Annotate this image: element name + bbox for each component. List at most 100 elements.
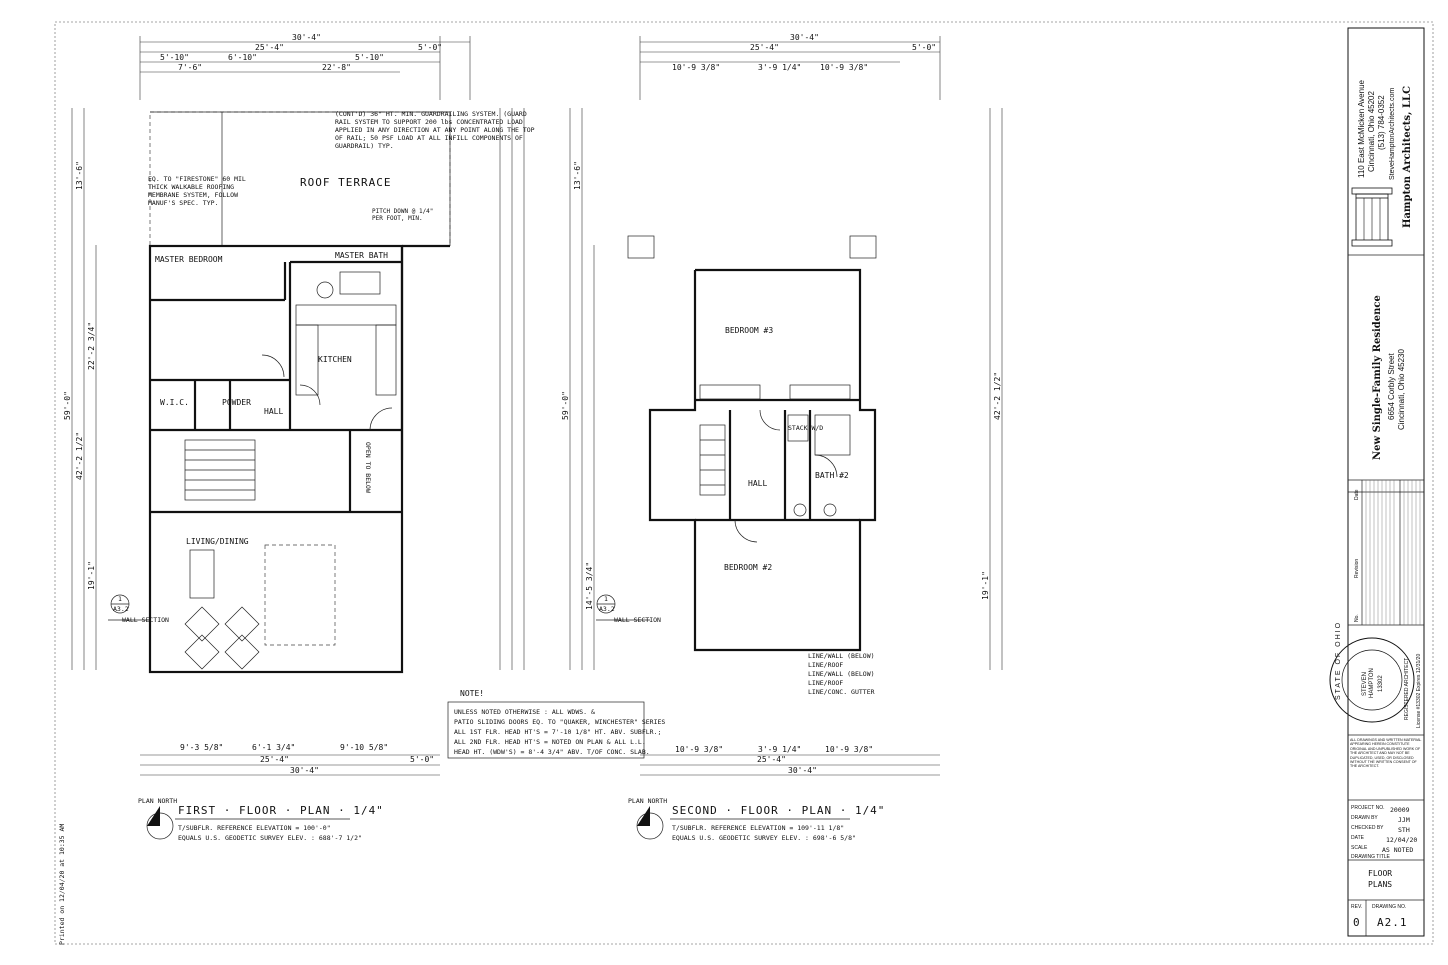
guardrail-note: (CONT'D) 36" HT. MIN. GUARDRAILING SYSTE… xyxy=(335,110,535,150)
sf-side-dim: 59'-0" xyxy=(561,391,570,420)
rev-col-revision: Revision xyxy=(1354,559,1360,578)
wall-section-marker[interactable]: 1 A3.2 WALL SECTION xyxy=(596,594,661,624)
legend-item: LINE/CONC. GUTTER xyxy=(808,688,875,696)
sheet-border xyxy=(54,21,1434,945)
sf-upper-dim: 10'-9 3/8" xyxy=(820,63,868,72)
firm-name: Hampton Architects, LLC xyxy=(1402,86,1413,228)
seal-reg: REGISTERED ARCHITECT xyxy=(1404,658,1410,720)
project-city: Cincinnati, Ohio 45230 xyxy=(1397,349,1406,430)
ff-side-dim: 22'-2 3/4" xyxy=(87,322,96,370)
north-arrow-icon xyxy=(637,806,650,826)
firm-address-1: 110 East McMicken Avenue xyxy=(1357,79,1366,178)
title-block: 110 East McMicken Avenue Cincinnati, Ohi… xyxy=(1329,27,1425,937)
ff-upper-dim: 6'-10" xyxy=(228,53,257,62)
ff-side-dim: 59'-0" xyxy=(63,391,72,420)
scale: AS NOTED xyxy=(1382,846,1413,854)
ff-upper-dim: 25'-4" xyxy=(255,43,284,52)
sf-upper-dim: 10'-9 3/8" xyxy=(672,63,720,72)
sf-side-dim: 42'-2 1/2" xyxy=(993,372,1002,420)
note-line: ALL 1ST FLR. HEAD HT'S = 7'-10 1/8" HT. … xyxy=(454,728,661,736)
ff-side-dim: 13'-6" xyxy=(75,161,84,190)
ff-lower-dim: 5'-0" xyxy=(410,755,434,764)
ff-upper-dim: 5'-0" xyxy=(418,43,442,52)
project-title: New Single-Family Residence xyxy=(1372,295,1383,460)
room-label: KITCHEN xyxy=(318,355,352,364)
room-label: POWDER xyxy=(222,398,251,407)
room-label: LIVING/DINING xyxy=(186,537,249,546)
ff-upper-dim: 5'-10" xyxy=(160,53,189,62)
sf-lower-dim: 10'-9 3/8" xyxy=(825,745,873,754)
drawn-by: JJM xyxy=(1398,816,1410,824)
ff-upper-dim: 22'-8" xyxy=(322,63,351,72)
date: 12/04/20 xyxy=(1386,836,1417,844)
sf-lower-dim: 3'-9 1/4" xyxy=(758,745,801,754)
drawing-title: FLOOR xyxy=(1368,869,1392,878)
first-floor-plan: 30'-4" 5'-10" 6'-10" 5'-10" 5'-0" 25'-4"… xyxy=(63,33,535,842)
pitch-note: PITCH DOWN @ 1/4" PER FOOT, MIN. xyxy=(372,208,433,222)
ff-lower-dim: 9'-3 5/8" xyxy=(180,743,223,752)
section-sheet: A3.2 xyxy=(599,605,615,613)
section-tag: 1 xyxy=(118,595,122,603)
checked-by-label: CHECKED BY xyxy=(1351,825,1384,831)
legend-item: LINE/ROOF xyxy=(808,661,843,669)
firm-phone: (513) 784-0352 xyxy=(1377,95,1386,150)
firm-web: SteveHamptonArchitects.com xyxy=(1389,88,1396,180)
project-data: PROJECT NO. 20009 DRAWN BY JJM CHECKED B… xyxy=(1351,805,1417,860)
note-heading: NOTE! xyxy=(460,689,484,698)
room-label: MASTER BATH xyxy=(335,251,388,260)
legend-item: LINE/ROOF xyxy=(808,679,843,687)
plan-north-label: PLAN NORTH xyxy=(138,797,177,805)
section-label: WALL SECTION xyxy=(614,616,661,624)
scale-label: SCALE xyxy=(1351,845,1368,851)
project-no-label: PROJECT NO. xyxy=(1351,805,1385,811)
sf-ref-line: T/SUBFLR. REFERENCE ELEVATION = 109'-11 … xyxy=(672,824,844,832)
room-label: BEDROOM #2 xyxy=(724,563,772,572)
roof-membrane-note: EQ. TO "FIRESTONE" 60 MIL THICK WALKABLE… xyxy=(148,175,246,207)
ff-plan-title-block: PLAN NORTH FIRST · FLOOR · PLAN · 1/4" T… xyxy=(138,797,384,842)
section-sheet: A3.2 xyxy=(113,605,129,613)
ff-plan-title: FIRST · FLOOR · PLAN · 1/4" xyxy=(178,804,384,817)
room-label: MASTER BEDROOM xyxy=(155,255,223,264)
wall-section-marker[interactable]: 1 A3.2 WALL SECTION xyxy=(108,594,169,624)
room-label: BEDROOM #3 xyxy=(725,326,773,335)
ff-side-dim: 42'-2 1/2" xyxy=(75,432,84,480)
sf-side-dim: 19'-1" xyxy=(981,571,990,600)
note-line: HEAD HT. (WDW'S) = 8'-4 3/4" ABV. T/OF C… xyxy=(454,748,650,756)
ff-upper-dim: 5'-10" xyxy=(355,53,384,62)
room-label: W.I.C. xyxy=(160,398,189,407)
revision-number: 0 xyxy=(1353,916,1361,929)
note-line: UNLESS NOTED OTHERWISE : ALL WDWS. & xyxy=(454,708,595,716)
seal-number: 13302 xyxy=(1378,675,1384,692)
sf-upper-dim: 25'-4" xyxy=(750,43,779,52)
section-tag: 1 xyxy=(604,595,608,603)
checked-by: STH xyxy=(1398,826,1410,834)
ff-lower-dim: 25'-4" xyxy=(260,755,289,764)
sf-lower-dim: 10'-9 3/8" xyxy=(675,745,723,754)
seal-name-2: HAMPTON xyxy=(1369,668,1375,698)
project-info: New Single-Family Residence 6654 Corbly … xyxy=(1372,295,1406,460)
drawing-number: A2.1 xyxy=(1377,916,1408,929)
north-arrow-icon xyxy=(147,806,160,826)
ff-ref-line: T/SUBFLR. REFERENCE ELEVATION = 100'-0" xyxy=(178,824,331,832)
sf-plan-title-block: PLAN NORTH SECOND · FLOOR · PLAN · 1/4" … xyxy=(628,797,884,842)
sf-overall-width: 30'-4" xyxy=(790,33,819,42)
general-note: NOTE! UNLESS NOTED OTHERWISE : ALL WDWS.… xyxy=(447,689,665,759)
ff-lower-dim: 9'-10 5/8" xyxy=(340,743,388,752)
sf-upper-dim: 3'-9 1/4" xyxy=(758,63,801,72)
rev-col-date: Date xyxy=(1354,489,1360,500)
ff-lower-dim: 30'-4" xyxy=(290,766,319,775)
note-line: ALL 2ND FLR. HEAD HT'S = NOTED ON PLAN &… xyxy=(454,738,646,746)
revision-table: No. Revision Date xyxy=(1348,480,1424,625)
room-label: HALL xyxy=(264,407,283,416)
room-label: BATH #2 xyxy=(815,471,849,480)
note-line: PATIO SLIDING DOORS EQ. TO "QUAKER, WINC… xyxy=(454,718,665,726)
sf-side-dim: 13'-6" xyxy=(573,161,582,190)
seal-name-1: STEVEN xyxy=(1362,672,1368,696)
section-label: WALL SECTION xyxy=(122,616,169,624)
roof-legend: LINE/WALL (BELOW) LINE/ROOF LINE/WALL (B… xyxy=(808,652,875,696)
seal-ring-text: STATE OF OHIO xyxy=(1335,621,1342,700)
plan-north-label: PLAN NORTH xyxy=(628,797,667,805)
project-no: 20009 xyxy=(1390,806,1410,814)
sf-side-dim: 14'-5 3/4" xyxy=(585,562,594,610)
